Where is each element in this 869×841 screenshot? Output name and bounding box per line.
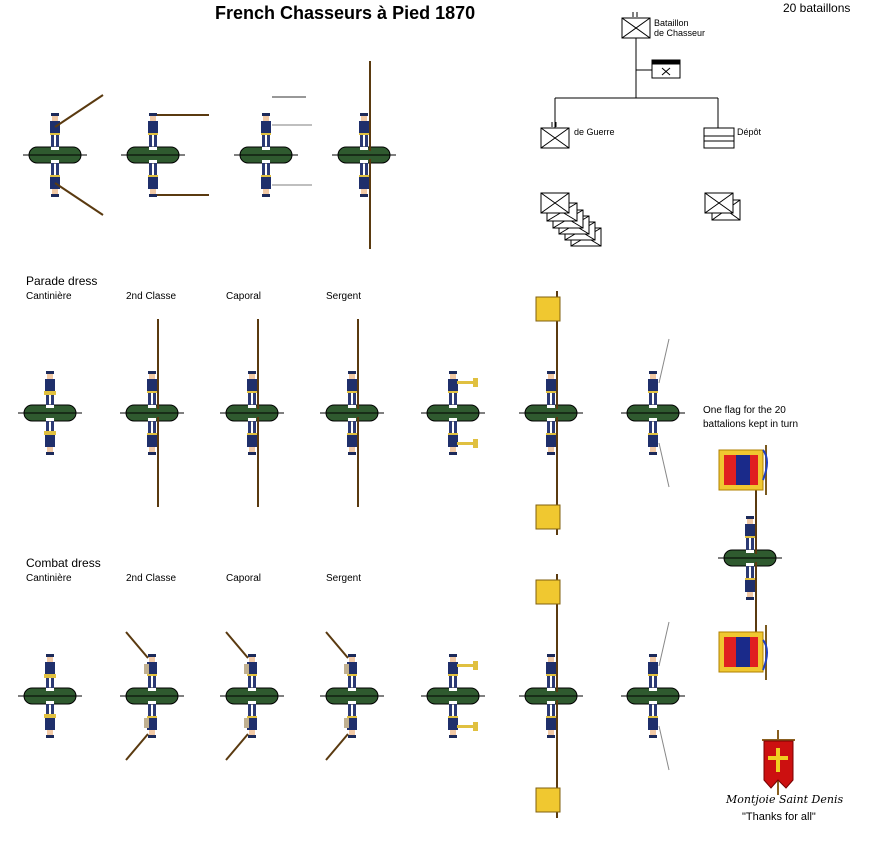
figure-rifle-parade-3 [320, 319, 384, 507]
thanks-text: "Thanks for all" [742, 811, 816, 823]
flag-note-line-2: battalions kept in turn [703, 419, 799, 430]
figure-flag-parade-5 [519, 291, 583, 535]
combat-label-caporal: Caporal [226, 573, 262, 584]
figure-flag-combat-5 [519, 574, 583, 818]
org-top-label-2: de Chasseur [654, 28, 706, 38]
parade-label-cantiniere: Cantinière [26, 291, 72, 302]
regimental-flag-bottom [718, 625, 768, 680]
figure-slope-combat-1 [120, 631, 184, 761]
figure-rifle-parade-1 [120, 319, 184, 507]
parade-label-sergent: Sergent [326, 291, 362, 302]
regimental-flag-top [718, 445, 768, 495]
figure-bugle-combat-4 [421, 654, 485, 738]
figure-rifle-parade-2 [220, 319, 284, 507]
figure-officer-combat-6 [621, 621, 685, 771]
org-right-label: Dépôt [737, 127, 762, 137]
figure-pistol-2 [234, 96, 312, 197]
figure-level-1 [121, 113, 209, 197]
credit-text: Montjoie Saint Denis [726, 793, 844, 806]
parade-label-caporal: Caporal [226, 291, 262, 302]
combat-label-2nd-classe: 2nd Classe [126, 573, 177, 584]
org-top-label-1: Bataillon [654, 18, 689, 28]
page-title: French Chasseurs à Pied 1870 [215, 3, 476, 23]
battalion-count: 20 bataillons [783, 1, 851, 15]
combat-heading: Combat dress [26, 556, 101, 570]
combat-label-sergent: Sergent [326, 573, 362, 584]
figure-rifle-3 [332, 61, 396, 249]
figure-slope-combat-3 [320, 631, 384, 761]
figure-officer-parade-6 [621, 338, 685, 488]
parade-label-2nd-classe: 2nd Classe [126, 291, 177, 302]
figure-cantiniere-parade-0 [18, 371, 82, 455]
org-left-label: de Guerre [574, 127, 615, 137]
figure-cantiniere-combat-0 [18, 654, 82, 738]
figure-bugle-parade-4 [421, 371, 485, 455]
figure-aim-0 [23, 94, 104, 216]
combat-label-cantiniere: Cantinière [26, 573, 72, 584]
parade-heading: Parade dress [26, 274, 98, 288]
figure-slope-combat-2 [220, 631, 284, 761]
flag-note-line-1: One flag for the 20 [703, 405, 786, 416]
